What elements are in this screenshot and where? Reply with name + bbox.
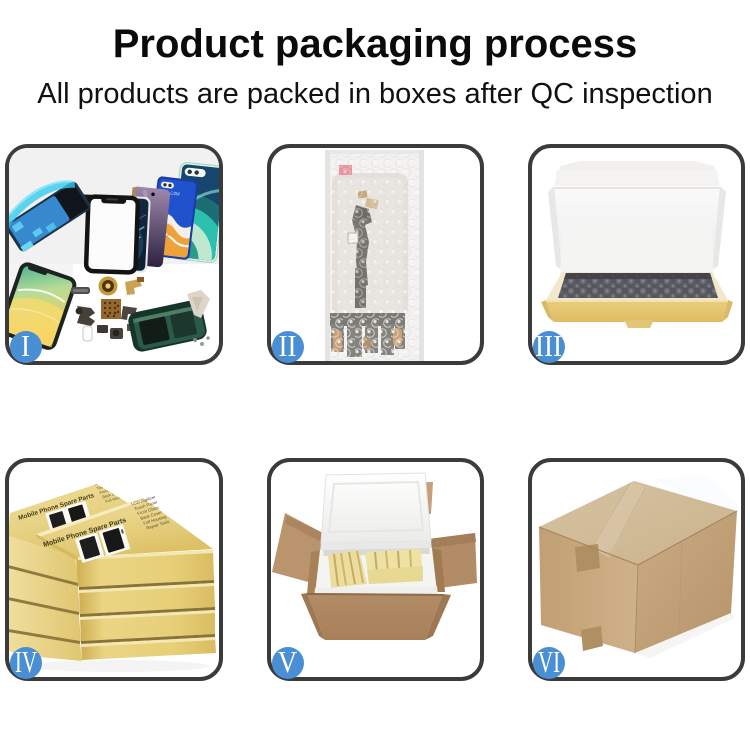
svg-text:Full Housing: Full Housing <box>143 514 168 526</box>
svg-text:Front Glass: Front Glass <box>137 505 160 516</box>
svg-text:LCD Digitizer: LCD Digitizer <box>93 475 117 487</box>
svg-text:Touch Panel: Touch Panel <box>134 500 158 512</box>
svg-text:Touch Panel: Touch Panel <box>96 480 118 491</box>
svg-text:Back Cover: Back Cover <box>102 489 123 500</box>
svg-text:5G C0M: 5G C0M <box>163 190 180 197</box>
svg-text:Back Cover: Back Cover <box>140 510 163 521</box>
svg-text:Repair Tools: Repair Tools <box>146 519 170 531</box>
svg-text:Full Housing: Full Housing <box>105 493 127 504</box>
